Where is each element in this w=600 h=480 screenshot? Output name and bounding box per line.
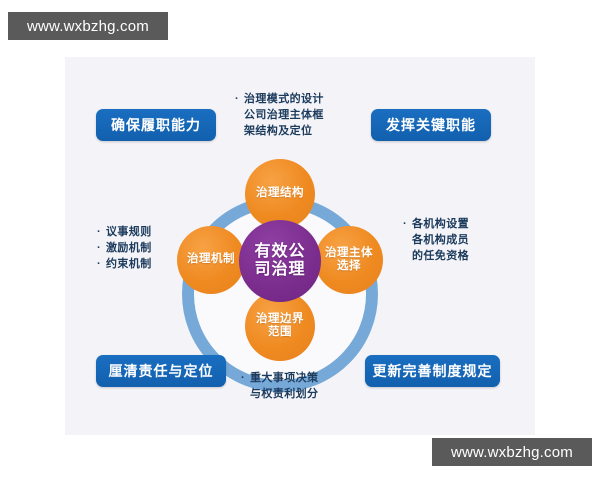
bullet-text: 治理模式的设计 公司治理主体框 架结构及定位 [244,93,324,137]
bullet-dot-icon: · [235,93,240,105]
node-governance-subject-selection[interactable]: 治理主体 选择 [315,226,383,294]
bullet-item: · 约束机制 [97,257,187,273]
bullet-dot-icon: · [97,241,102,254]
bullets-top: · 治理模式的设计 公司治理主体框 架结构及定位 [235,92,355,140]
bullet-dot-icon: · [403,218,408,230]
label-box-update-improve-rules[interactable]: 更新完善制度规定 [365,355,500,387]
bullet-dot-icon: · [97,257,102,270]
bullet-item: · 重大事项决策 与权责利划分 [241,371,371,403]
bullet-item: · 治理模式的设计 公司治理主体框 架结构及定位 [235,92,355,140]
node-governance-mechanism[interactable]: 治理机制 [177,226,245,294]
watermark-top: www.wxbzhg.com [8,12,168,40]
bullets-left: · 议事规则 · 激励机制 · 约束机制 [97,225,187,273]
bullet-dot-icon: · [97,226,102,238]
bullet-item: · 各机构设置 各机构成员 的任免资格 [403,217,513,265]
bullets-right: · 各机构设置 各机构成员 的任免资格 [403,217,513,265]
label-box-exercise-key-functions[interactable]: 发挥关键职能 [371,109,491,141]
bullet-text: 重大事项决策 与权责利划分 [250,372,319,400]
node-center-effective-corporate-governance[interactable]: 有效公 司治理 [239,220,321,302]
bullet-text: 议事规则 [106,226,152,238]
bullets-bottom: · 重大事项决策 与权责利划分 [241,371,371,403]
label-box-clarify-responsibility-position[interactable]: 厘清责任与定位 [96,355,226,387]
bullet-text: 各机构设置 各机构成员 的任免资格 [412,218,469,262]
node-governance-boundary-scope[interactable]: 治理边界 范围 [245,291,315,361]
label-box-ensure-duty-capability[interactable]: 确保履职能力 [96,109,216,141]
bullet-item: · 激励机制 [97,241,187,257]
watermark-bottom: www.wxbzhg.com [432,438,592,466]
bullet-dot-icon: · [241,372,246,384]
bullet-text: 激励机制 [106,241,152,254]
bullet-text: 约束机制 [106,257,152,270]
bullet-item: · 议事规则 [97,225,187,241]
node-governance-structure[interactable]: 治理结构 [245,159,315,229]
diagram-panel: 治理结构 治理机制 治理主体 选择 治理边界 范围 有效公 司治理 确保履职能力… [65,57,535,435]
